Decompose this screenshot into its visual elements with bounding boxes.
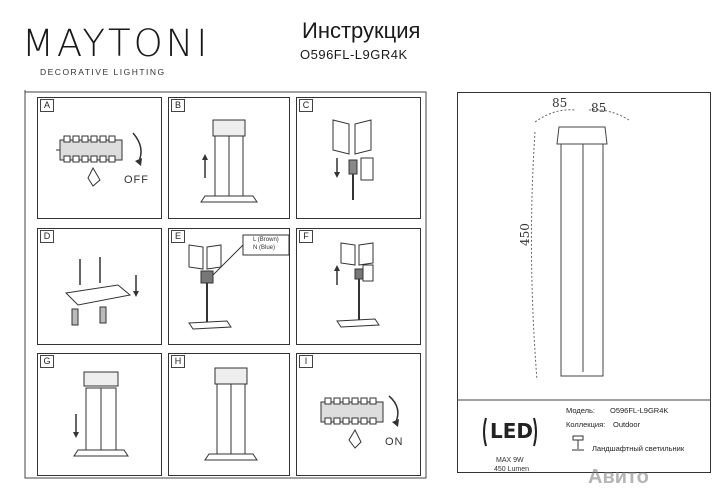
wire-insert-illustration [334,242,380,328]
step-label: I [299,355,313,368]
landscape-lamp-icon [572,435,584,451]
dimension-depth: 85 [591,101,607,115]
step-label: D [40,230,54,243]
step-panel-h: H [168,353,290,476]
step-panel-e: E L (Brown) N (Blue) [168,228,290,345]
lamp-type: Ландшафтный светильник [592,444,685,453]
page-title: Инструкция [302,18,421,43]
step-panel-f: F [296,228,421,345]
step-label: B [171,99,185,112]
step-label: H [171,355,185,368]
dimension-height: 450 [518,223,532,246]
model-number: O596FL-L9GR4K [300,47,408,62]
dimension-drawing [457,109,711,401]
switch-off-label: OFF [124,174,149,186]
wire-connection-illustration [188,234,290,330]
terminal-block-on-illustration [320,395,399,449]
terminal-block-off-illustration [56,132,142,187]
step-label: F [299,230,313,243]
brand-logo: MAYTONI [22,22,211,65]
wiring-access-illustration [332,119,374,200]
dimension-width: 85 [552,96,568,110]
step-label: C [299,99,313,112]
model-label: Модель: [566,406,596,415]
step-panel-c: C [296,97,421,219]
power-rating: MAX 9W [496,457,524,464]
brand-tagline: DECORATIVE LIGHTING [40,67,166,77]
watermark: Авито [588,466,649,488]
assembled-lamp-illustration [204,367,258,461]
step-panel-a: A OFF [37,97,162,219]
led-badge [483,417,537,447]
wire-neutral-label: N (Blue) [253,245,276,251]
led-badge-text: LED [490,419,534,443]
spec-panel [457,92,711,473]
wire-live-label: L (Brown) [253,237,279,243]
step-label: G [40,355,54,368]
step-panel-i: I ON [296,353,421,476]
collection-label: Коллекция: [566,420,606,429]
switch-on-label: ON [385,436,404,448]
step-panel-g: G [37,353,162,476]
install-body-illustration [73,371,129,457]
model-value: O596FL-L9GR4K [610,406,669,415]
step-panel-b: B [168,97,290,219]
step-panel-d: D [37,228,162,345]
mount-base-illustration [64,257,139,326]
remove-head-illustration [200,119,258,203]
collection-value: Outdoor [613,420,641,429]
step-label: E [171,230,185,243]
step-label: A [40,99,54,112]
lumen-rating: 450 Lumen [494,466,530,473]
